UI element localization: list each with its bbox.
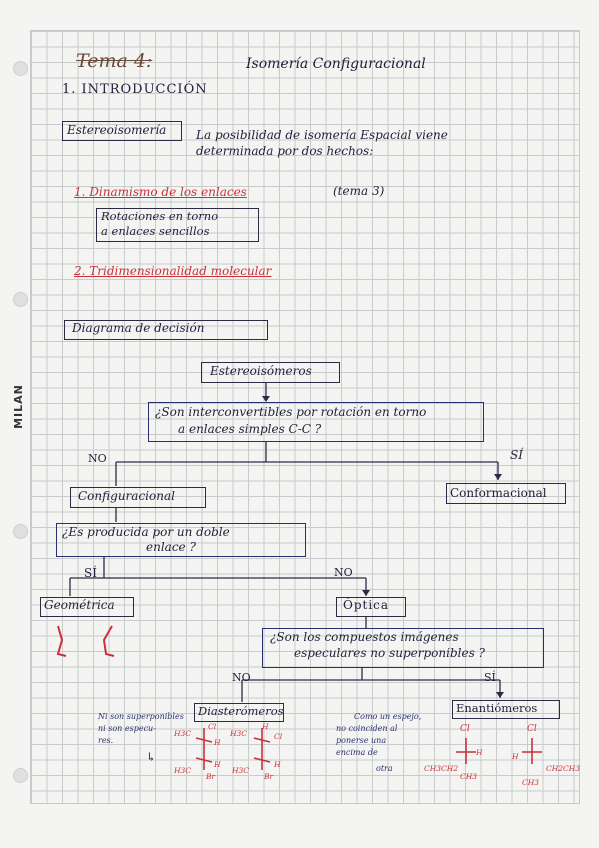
dia-note-2: ni son especu- (98, 724, 156, 733)
enantiomeros-label: Enantiómeros (456, 701, 538, 715)
atom-ch3ch2: CH3CH2 (424, 764, 459, 773)
atom-ch3: CH3 (460, 772, 478, 781)
diagram-title: Diagrama de decisión (72, 321, 205, 335)
no1-label: NO (88, 452, 107, 465)
atom-h: H (262, 722, 269, 731)
item1-label: 1. Dinamismo de los enlaces (74, 185, 247, 199)
si2-label: SÍ (84, 566, 97, 580)
estereo-box (62, 121, 182, 141)
geometrica-box (40, 597, 134, 617)
atom-h3c: H3C (230, 729, 248, 738)
atom-h: H (274, 760, 281, 769)
binder-hole (13, 768, 28, 783)
enan-note-2: no coinciden al (336, 724, 398, 733)
item1-box-1: Rotaciones en torno (101, 209, 219, 223)
atom-cl: Cl (527, 724, 537, 734)
configuracional-label: Configuracional (78, 489, 175, 503)
atom-br: Br (206, 772, 216, 781)
atom-h3c: H3C (174, 766, 192, 775)
atom-ch3: CH3 (522, 778, 540, 787)
estereo-def-1: La posibilidad de isomería Espacial vien… (196, 128, 448, 142)
section-heading: 1. INTRODUCCIÓN (62, 82, 208, 97)
q3-line2: especulares no superponibles ? (294, 646, 485, 660)
enan-note-1: Como un espejo, (354, 712, 422, 721)
optica-label: Óptica (343, 598, 390, 612)
enan-note-3: ponerse una (336, 736, 387, 745)
q3-box (262, 628, 544, 668)
enan-note-5: otra (376, 764, 393, 773)
atom-h3c: H3C (232, 766, 250, 775)
diastereomeros-box (194, 703, 284, 722)
diagram-title-box (64, 320, 268, 340)
configuracional-box (70, 487, 206, 508)
si1-label: SÍ (510, 448, 523, 462)
title-tema: Tema 4: (76, 50, 153, 72)
q1-line2: a enlaces simples C-C ? (178, 422, 322, 436)
root-label: Estereoisómeros (210, 364, 312, 378)
estereo-def-2: determinada por dos hechos: (196, 144, 374, 158)
atom-cl: Cl (274, 732, 283, 741)
diastereomeros-label: Diasterómeros (198, 704, 284, 718)
atom-cl: Cl (208, 722, 217, 731)
dia-note-1: Ni son superponibles (98, 712, 184, 721)
atom-h: H (214, 760, 221, 769)
atom-br: Br (264, 772, 274, 781)
grid-paper (30, 30, 580, 804)
title-name: Isomería Configuracional (246, 56, 426, 72)
q2-line2: enlace ? (146, 540, 196, 554)
binder-hole (13, 524, 28, 539)
geometrica-label: Geométrica (44, 598, 115, 612)
binder-hole (13, 292, 28, 307)
q2-box (56, 523, 306, 557)
atom-h: H (476, 748, 483, 757)
binder-hole (13, 61, 28, 76)
item1-ref: (tema 3) (333, 184, 385, 198)
dia-note-3: res. (98, 736, 114, 745)
atom-ch2ch3: CH2CH3 (546, 764, 581, 773)
optica-box (336, 597, 406, 617)
q2-line1: ¿Es producida por un doble (62, 525, 230, 539)
root-box (201, 362, 340, 383)
q1-box (148, 402, 484, 442)
estereo-label: Estereoisomería (67, 123, 167, 137)
atom-h: H (214, 738, 221, 747)
item2-label: 2. Tridimensionalidad molecular (74, 264, 272, 278)
q1-line1: ¿Son interconvertibles por rotación en t… (155, 405, 427, 419)
conformacional-label: Conformacional (450, 486, 547, 500)
no3-label: NO (232, 671, 251, 684)
q3-line1: ¿Son los compuestos imágenes (270, 630, 459, 644)
item1-box (96, 208, 259, 242)
enan-note-4: encima de (336, 748, 378, 757)
conformacional-box (446, 483, 566, 504)
enantiomeros-box (452, 700, 560, 719)
si3-label: SÍ (484, 671, 496, 684)
no2-label: NO (334, 566, 353, 579)
atom-cl: Cl (460, 724, 470, 734)
arrow-icon: ↳ (146, 750, 157, 764)
atom-h3c: H3C (174, 729, 192, 738)
atom-h: H (512, 752, 519, 761)
item1-box-2: a enlaces sencillos (101, 224, 210, 238)
